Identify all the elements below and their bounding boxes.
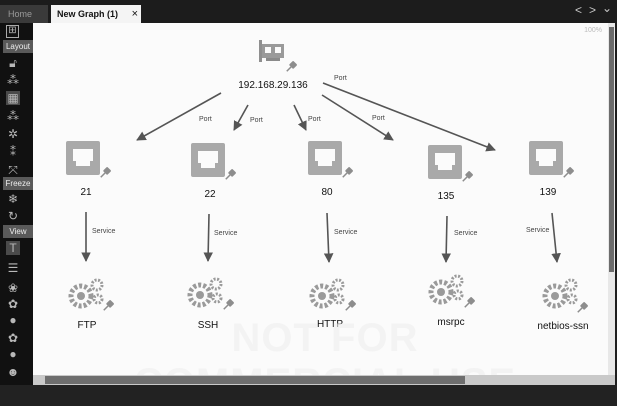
service-label: HTTP xyxy=(317,319,343,330)
pin-icon xyxy=(464,297,475,308)
tree-layout-icon[interactable]: ⁂ xyxy=(7,109,19,123)
port-label: 22 xyxy=(204,189,216,200)
pin-icon xyxy=(577,302,588,313)
refresh-icon[interactable]: ↻ xyxy=(7,209,19,223)
gears-icon xyxy=(428,274,464,305)
node-view-icon-1[interactable]: ❀ xyxy=(7,281,19,295)
service-node[interactable]: FTP xyxy=(68,278,114,331)
pin-icon xyxy=(225,169,236,180)
zoom-level: 100% xyxy=(584,27,602,34)
node-view-icon-5[interactable]: ● xyxy=(9,347,17,361)
root-node[interactable]: 192.168.29.136 xyxy=(238,40,308,91)
fit-view-icon[interactable]: ⊞ xyxy=(6,25,19,38)
tab-home[interactable]: Home xyxy=(0,5,48,23)
service-node[interactable]: SSH xyxy=(187,277,234,331)
chevron-down-icon[interactable]: ⌄ xyxy=(602,1,613,15)
person-icon[interactable]: ☻ xyxy=(6,365,20,379)
tab-bar: Home New Graph (1) × < > ⌄ xyxy=(0,0,617,23)
hierarchy-layout-icon[interactable]: ⁂ xyxy=(7,73,19,87)
node-view-icon-4[interactable]: ✿ xyxy=(7,331,19,345)
close-icon[interactable]: × xyxy=(131,8,138,20)
grid-layout-icon[interactable]: ▦ xyxy=(6,91,20,105)
layout-section-label: Layout xyxy=(3,40,33,53)
horizontal-scroll-thumb[interactable] xyxy=(45,376,465,384)
graph-canvas[interactable]: 100% 192.168.29.136 xyxy=(33,23,608,375)
organic-layout-icon[interactable]: ✲ xyxy=(7,127,19,141)
tab-title: New Graph (1) xyxy=(57,9,119,19)
radial-layout-icon[interactable]: ⁑ xyxy=(10,145,16,159)
edge-label: Port xyxy=(199,116,212,123)
gears-icon xyxy=(542,278,578,309)
port-node[interactable]: 80 xyxy=(308,141,353,198)
pin-icon xyxy=(462,171,473,182)
gears-icon xyxy=(68,278,104,309)
edge-label: Service xyxy=(92,228,115,235)
edge-label: Port xyxy=(372,115,385,122)
port-edge xyxy=(293,104,307,131)
circular-layout-icon[interactable]: ⤧ xyxy=(8,163,18,177)
port-edge xyxy=(136,92,222,141)
service-label: SSH xyxy=(198,320,219,331)
edge-label: Service xyxy=(454,230,477,237)
status-bar xyxy=(0,385,617,406)
freeze-section-label: Freeze xyxy=(3,177,33,190)
port-node[interactable]: 135 xyxy=(428,145,473,202)
back-icon[interactable]: < xyxy=(575,3,583,17)
service-edge xyxy=(203,213,213,262)
service-label: msrpc xyxy=(437,317,464,328)
service-edges: Service Service Service Service Service xyxy=(81,212,561,263)
service-label: netbios-ssn xyxy=(537,321,588,332)
pin-icon xyxy=(286,61,297,72)
node-view-icon-3[interactable]: ● xyxy=(9,313,17,327)
list-view-icon[interactable]: ☰ xyxy=(7,261,19,275)
freeze-icon[interactable]: ❄ xyxy=(7,192,19,206)
port-node[interactable]: 139 xyxy=(529,141,574,198)
service-label: FTP xyxy=(78,320,97,331)
port-node[interactable]: 22 xyxy=(191,143,236,200)
pin-icon xyxy=(103,300,114,311)
view-section-label: View xyxy=(3,225,33,238)
service-edge xyxy=(323,212,334,263)
text-view-icon[interactable]: T xyxy=(6,241,20,255)
port-edge xyxy=(321,94,394,141)
gears-icon xyxy=(187,277,223,308)
pin-icon xyxy=(563,167,574,178)
tab-new-graph[interactable]: New Graph (1) × xyxy=(51,5,141,23)
port-node[interactable]: 21 xyxy=(66,141,111,198)
port-label: 21 xyxy=(80,187,92,198)
root-node-label: 192.168.29.136 xyxy=(238,80,308,91)
pin-icon xyxy=(223,299,234,310)
network-card-icon xyxy=(259,40,284,62)
forward-icon[interactable]: > xyxy=(589,3,597,17)
vertical-scroll-thumb[interactable] xyxy=(609,27,614,272)
edge-label: Port xyxy=(308,116,321,123)
horizontal-scrollbar[interactable] xyxy=(33,375,615,385)
edge-label: Port xyxy=(334,75,347,82)
port-label: 139 xyxy=(540,187,557,198)
edge-label: Service xyxy=(526,227,549,234)
service-node[interactable]: msrpc xyxy=(428,274,475,328)
pin-icon xyxy=(342,167,353,178)
edge-label: Port xyxy=(250,117,263,124)
service-edge xyxy=(441,215,451,263)
service-node[interactable]: netbios-ssn xyxy=(537,278,589,332)
port-label: 80 xyxy=(321,187,333,198)
edge-label: Service xyxy=(334,229,357,236)
vertical-scrollbar[interactable] xyxy=(608,23,615,375)
gears-icon xyxy=(309,278,345,309)
edge-label: Service xyxy=(214,230,237,237)
service-edge xyxy=(551,212,561,263)
pin-icon xyxy=(345,300,356,311)
graph-svg: 192.168.29.136 Port Port Port Port Port … xyxy=(66,40,589,332)
port-edge xyxy=(322,82,496,152)
left-toolbar: ⊞ Layout 🔓︎ ⁂ ▦ ⁂ ✲ ⁑ ⤧ Freeze ❄ ↻ View … xyxy=(0,23,33,385)
node-view-icon-2[interactable]: ✿ xyxy=(7,297,19,311)
port-edges: Port Port Port Port Port xyxy=(136,75,496,152)
port-edge xyxy=(233,104,249,131)
lock-icon[interactable]: 🔓︎ xyxy=(9,56,17,70)
service-node[interactable]: HTTP xyxy=(309,278,356,330)
port-label: 135 xyxy=(438,191,455,202)
pin-icon xyxy=(100,167,111,178)
